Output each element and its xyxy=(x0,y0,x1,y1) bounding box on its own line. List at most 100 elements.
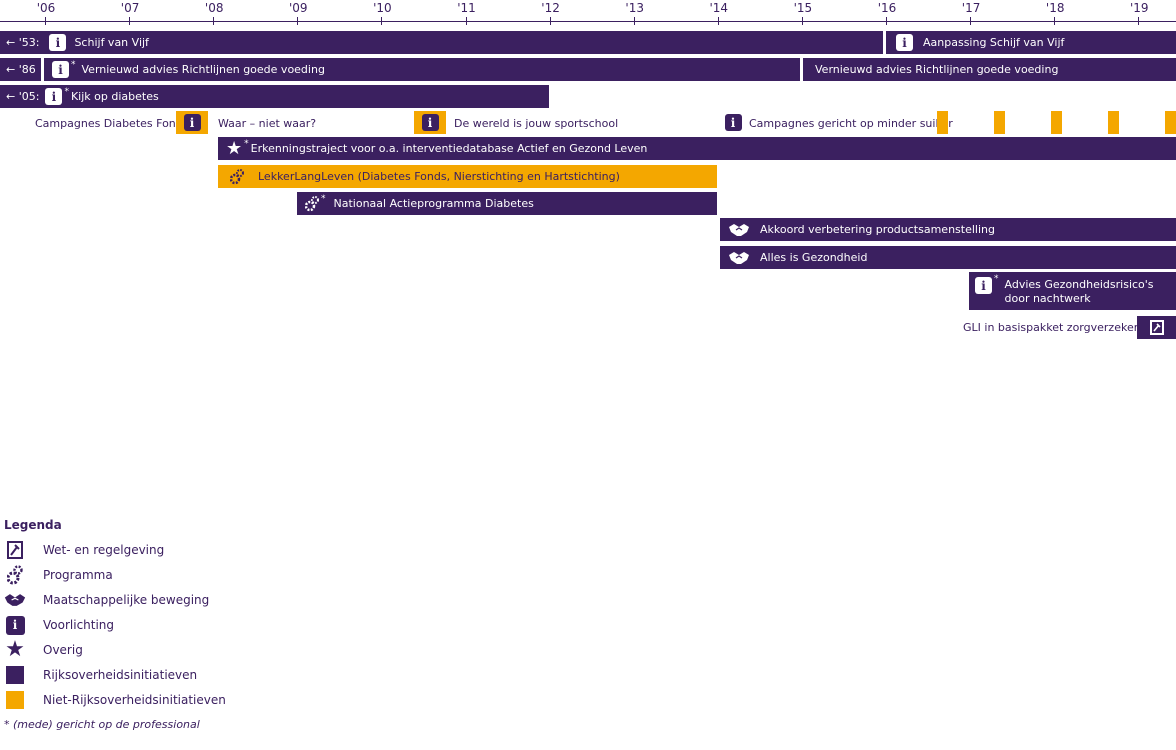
bar-lekker-label: LekkerLangLeven (Diabetes Fonds, Niersti… xyxy=(258,169,620,183)
bar-alles-is-gezondheid: Alles is Gezondheid xyxy=(720,246,1176,269)
legend-label: Maatschappelijke beweging xyxy=(43,593,210,607)
year-tick xyxy=(297,17,299,25)
info-icon: i xyxy=(52,61,69,78)
bar-richtlijnen-prefix: ← '86 xyxy=(0,58,41,81)
orange-square-swatch xyxy=(4,689,26,711)
gears-icon xyxy=(4,564,26,586)
legend-item-beweging: Maatschappelijke beweging xyxy=(4,589,209,611)
year-label: '07 xyxy=(120,1,140,15)
bar-alles-label: Alles is Gezondheid xyxy=(760,250,868,264)
bar-akkoord-label: Akkoord verbetering productsamenstelling xyxy=(760,222,995,236)
bar-nationaal-label: Nationaal Actieprogramma Diabetes xyxy=(333,196,534,210)
axis-line xyxy=(0,21,1176,22)
bar-aanpassing-label: Aanpassing Schijf van Vijf xyxy=(923,35,1065,49)
bar-richtlijnen-old-label: Vernieuwd advies Richtlijnen goede voedi… xyxy=(81,62,325,76)
legend-label: Programma xyxy=(43,568,113,582)
info-icon: i xyxy=(45,88,63,105)
suiker-campaign-block xyxy=(1165,111,1176,134)
info-icon: i xyxy=(421,114,439,131)
legend-label: Niet-Rijksoverheidsinitiatieven xyxy=(43,693,226,707)
legend-item-rijksoverheid: Rijksoverheidsinitiatieven xyxy=(4,664,197,686)
law-icon xyxy=(4,539,26,561)
year-tick xyxy=(1138,17,1140,25)
year-label: '11 xyxy=(457,1,476,15)
star-icon: ★ xyxy=(226,137,243,159)
chip-gli xyxy=(1137,316,1176,339)
bar-nationaal-actieprogramma: * Nationaal Actieprogramma Diabetes xyxy=(297,192,717,215)
year-label: '10 xyxy=(373,1,392,15)
gears-icon xyxy=(305,195,319,212)
bar-erkenningstraject: ★ * Erkenningstraject voor o.a. interven… xyxy=(218,137,1176,160)
label-campagnes-suiker: Campagnes gericht op minder suiker xyxy=(749,117,953,130)
info-icon: i xyxy=(183,114,201,131)
label-wereld-sportschool: De wereld is jouw sportschool xyxy=(454,117,619,130)
professional-asterisk: * xyxy=(994,274,999,284)
legend-label: Rijksoverheidsinitiatieven xyxy=(43,668,198,682)
year-tick xyxy=(213,17,215,25)
year-tick xyxy=(801,17,803,25)
year-tick xyxy=(717,17,719,25)
legend-label: Wet- en regelgeving xyxy=(43,543,165,557)
year-label: '17 xyxy=(961,1,981,15)
bar-schijf-label: Schijf van Vijf xyxy=(74,35,149,49)
year-tick xyxy=(970,17,972,25)
year-tick xyxy=(1054,17,1056,25)
year-label: '09 xyxy=(289,1,308,15)
bar-schijf-van-vijf: ← '53: i Schijf van Vijf xyxy=(0,31,883,54)
bar-richtlijnen-new-label: Vernieuwd advies Richtlijnen goede voedi… xyxy=(815,62,1059,76)
label-campagnes-diabetes-fonds: Campagnes Diabetes Fonds xyxy=(35,117,189,130)
year-tick xyxy=(633,17,635,25)
suiker-campaign-block xyxy=(1108,111,1119,134)
bar-richtlijnen-new: Vernieuwd advies Richtlijnen goede voedi… xyxy=(803,58,1176,81)
suiker-campaign-block xyxy=(994,111,1005,134)
bar-aanpassing-schijf: i Aanpassing Schijf van Vijf xyxy=(886,31,1176,54)
year-label: '15 xyxy=(793,1,813,15)
bar-advies-text: Advies Gezondheidsrisico's door nachtwer… xyxy=(1005,278,1154,306)
year-tick xyxy=(45,17,46,25)
info-icon-glyph: i xyxy=(5,615,25,635)
label-gli: GLI in basispakket zorgverzekering xyxy=(963,321,1156,334)
year-label: '12 xyxy=(541,1,560,15)
info-icon: i xyxy=(896,34,913,51)
info-icon: i xyxy=(49,34,67,51)
chip-wereld: i xyxy=(414,111,446,134)
legend-label: Voorlichting xyxy=(43,618,115,632)
legend-item-niet-rijksoverheid: Niet-Rijksoverheidsinitiatieven xyxy=(4,689,226,711)
law-icon xyxy=(1149,319,1165,336)
handshake-icon xyxy=(728,223,750,237)
bar-kijk-op-diabetes: ← '05: i * Kijk op diabetes xyxy=(0,85,549,108)
suiker-campaign-block xyxy=(1051,111,1062,134)
bar-erkenning-label: Erkenningstraject voor o.a. interventied… xyxy=(250,141,648,155)
professional-asterisk: * xyxy=(71,59,76,70)
bar-akkoord-productsamenstelling: Akkoord verbetering productsamenstelling xyxy=(720,218,1176,241)
chip-suiker-info: i xyxy=(723,111,743,134)
bar-lekkerlangleven: LekkerLangLeven (Diabetes Fonds, Niersti… xyxy=(218,165,717,188)
star-icon: ★ xyxy=(5,637,25,662)
year-tick xyxy=(381,17,383,25)
bar-richtlijnen-prefix-label: ← '86 xyxy=(6,62,36,76)
purple-square xyxy=(6,666,24,684)
bar-richtlijnen-old: i * Vernieuwd advies Richtlijnen goede v… xyxy=(44,58,800,81)
year-label: '14 xyxy=(709,1,729,15)
year-label: '16 xyxy=(877,1,897,15)
year-tick xyxy=(129,17,131,25)
professional-asterisk: * xyxy=(244,138,249,149)
bar-advies-line1: Advies Gezondheidsrisico's xyxy=(1004,278,1154,291)
legend-footnote: * (mede) gericht op de professional xyxy=(4,718,200,731)
year-tick xyxy=(886,17,887,25)
info-icon: i xyxy=(724,114,742,131)
bar-advies-line2: door nachtwerk xyxy=(1004,292,1091,305)
year-label: '06 xyxy=(36,1,56,15)
year-label: '08 xyxy=(204,1,224,15)
bar-kijk-label: Kijk op diabetes xyxy=(70,89,159,103)
bar-kijk-prefix: ← '05: xyxy=(6,89,40,103)
label-waar-niet-waar: Waar – niet waar? xyxy=(218,117,317,130)
year-label: '18 xyxy=(1045,1,1065,15)
handshake-icon xyxy=(728,251,750,265)
legend-label: Overig xyxy=(43,643,83,657)
legend-item-programma: Programma xyxy=(4,564,113,586)
bar-schijf-prefix: ← '53: xyxy=(6,35,40,49)
legend-item-voorlichting: i Voorlichting xyxy=(4,614,114,636)
legend-item-law: Wet- en regelgeving xyxy=(4,539,164,561)
